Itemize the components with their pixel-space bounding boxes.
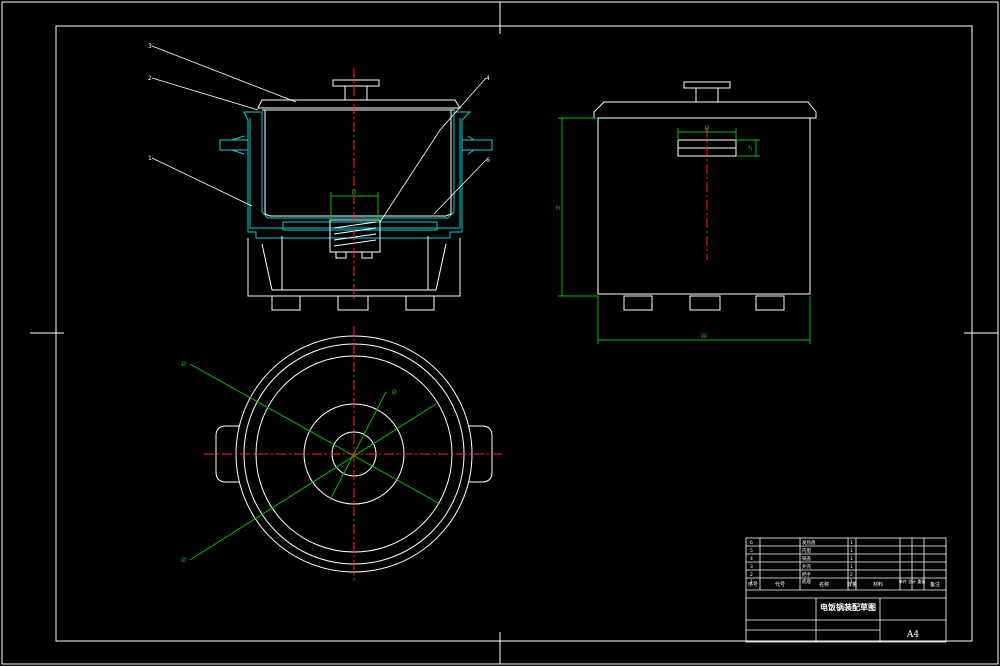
- top-left-handle: [215, 425, 240, 483]
- title-block: 序号 代号 名称 数量 材料 单件 总计 重量 备注 6 发热盘 1 5 内胆 …: [745, 537, 947, 643]
- shell-hatch-band: [249, 118, 461, 229]
- header-material: 材料: [873, 581, 883, 588]
- parts-list: 6 发热盘 1 5 内胆 1 4 锅盖 1 3 外壳 1 2 把手 2 1 底座…: [750, 539, 853, 585]
- leader-3: [151, 157, 253, 207]
- side-view: H W Ø h: [555, 81, 817, 344]
- part-row-qty: 1: [850, 556, 853, 562]
- foot-center: [337, 295, 369, 311]
- header-qty: 数量: [847, 581, 857, 588]
- part-row-no: 2: [750, 572, 753, 578]
- balloon-5: 6: [486, 157, 490, 164]
- foot-right: [405, 295, 435, 311]
- part-row-name: 内胆: [802, 547, 811, 554]
- lid-outline: [257, 99, 461, 109]
- header-name: 名称: [819, 581, 829, 588]
- leader-4: [439, 77, 487, 131]
- side-body: [597, 117, 811, 295]
- drawing-title: 电饭锅装配草图: [820, 602, 876, 612]
- front-section-view: Ø 3 2 1 4 6: [148, 43, 493, 311]
- leader-2: [151, 77, 259, 111]
- part-row-name: 底座: [802, 578, 811, 585]
- inner-pot: [264, 110, 452, 217]
- part-row-name: 把手: [802, 571, 811, 578]
- side-knob-stem: [695, 87, 719, 103]
- balloon-4: 4: [486, 75, 490, 82]
- header-code: 代号: [775, 581, 785, 588]
- foot-left: [271, 295, 301, 311]
- heating-plate-section: [282, 221, 438, 231]
- lid-knob-top: [332, 79, 380, 87]
- header-remark: 备注: [930, 581, 940, 588]
- thermostat-spring: [333, 221, 377, 247]
- part-row-qty: 1: [850, 548, 853, 554]
- header-weight: 单件 总计 重量: [899, 578, 926, 584]
- dim-dia-bottom-line: [189, 403, 437, 561]
- thermostat-housing: [329, 219, 381, 253]
- balloon-1: 3: [148, 43, 152, 50]
- balloon-3: 1: [148, 155, 152, 162]
- side-foot-left: [623, 295, 653, 311]
- lid-knob-stem: [344, 85, 368, 101]
- dim-dia-bottom-text: Ø: [181, 557, 186, 564]
- side-knob-top: [683, 81, 731, 89]
- dim-dia-small-text: Ø: [392, 389, 397, 396]
- part-row-no: 3: [750, 564, 753, 570]
- part-row-name: 外壳: [802, 563, 811, 570]
- side-foot-right: [755, 295, 785, 311]
- top-view: Ø Ø Ø: [181, 326, 504, 580]
- balloon-2: 2: [148, 75, 152, 82]
- part-row-name: 锅盖: [802, 555, 811, 562]
- header-index: 序号: [748, 581, 758, 588]
- right-handle-section: [461, 139, 493, 151]
- dim-height-text: H: [555, 205, 560, 212]
- inner-border: [55, 25, 973, 642]
- part-row-no: 5: [750, 548, 753, 554]
- dim-width-text: W: [701, 333, 707, 340]
- sheet-size: A4: [906, 630, 919, 640]
- part-row-no: 1: [750, 579, 753, 585]
- dim-handle-height-text: h: [748, 145, 752, 152]
- leader-5: [433, 159, 487, 215]
- part-row-qty: 1: [850, 564, 853, 570]
- part-row-qty: 2: [850, 572, 853, 578]
- outer-shell-section: [243, 111, 472, 239]
- dim-inner-width-text: Ø: [352, 189, 357, 196]
- dim-dia-top-text: Ø: [181, 361, 186, 368]
- leader-6: [379, 129, 441, 223]
- left-handle-section: [219, 139, 249, 151]
- part-row-no: 4: [750, 556, 753, 562]
- part-row-name: 发热盘: [802, 539, 816, 546]
- part-row-no: 6: [750, 540, 753, 546]
- dim-dia-top-line: [189, 363, 441, 505]
- leader-1: [151, 45, 297, 103]
- side-lid: [593, 101, 817, 119]
- dim-dia-small-line: [329, 391, 387, 501]
- part-row-qty: 1: [850, 579, 853, 585]
- part-row-qty: 1: [850, 540, 853, 546]
- side-foot-center: [689, 295, 721, 311]
